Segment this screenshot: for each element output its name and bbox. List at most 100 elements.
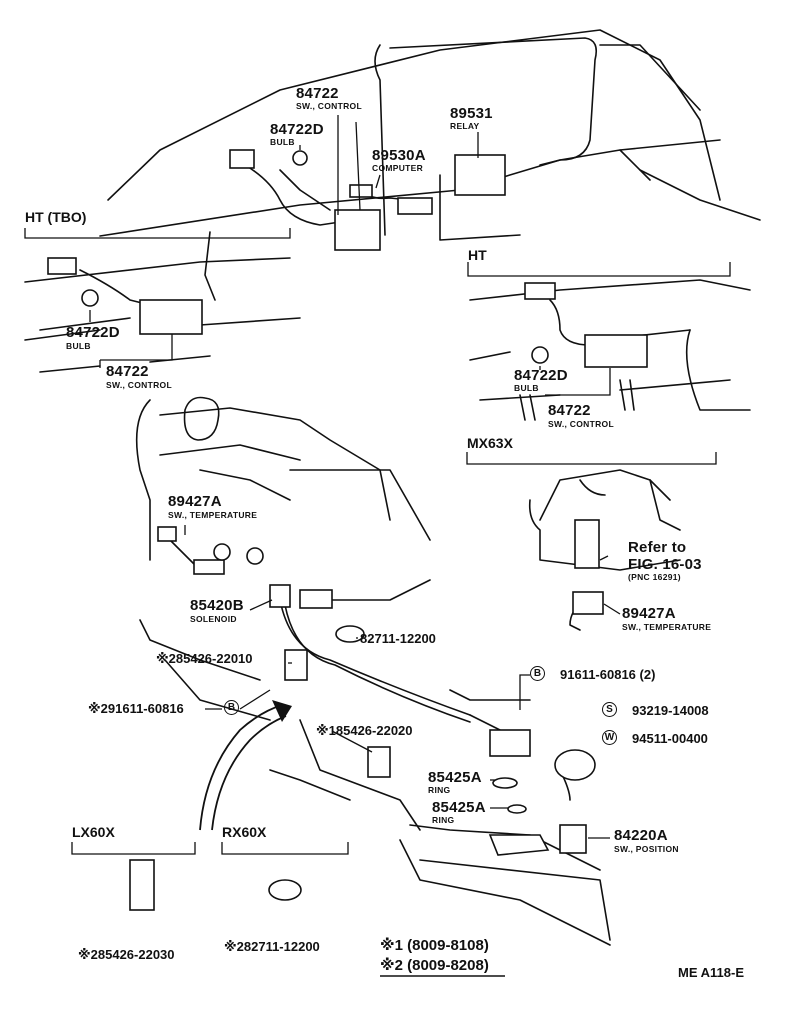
control-switch-tbo bbox=[139, 299, 203, 335]
leader-refer bbox=[599, 555, 609, 561]
leader-85426-22020 bbox=[331, 730, 373, 753]
part-number-89530a: 89530A bbox=[372, 147, 426, 164]
section-label-ht: HT bbox=[468, 247, 487, 263]
code-s: S bbox=[602, 702, 617, 718]
part-desc-84722d-ht: BULB bbox=[514, 383, 539, 393]
code-b-right: B bbox=[530, 666, 545, 682]
part-number-89427a-right: 89427A bbox=[622, 605, 676, 622]
dashboard-outline bbox=[99, 29, 761, 241]
bulb-tbo bbox=[81, 289, 99, 307]
leader-91611-left bbox=[205, 689, 271, 710]
part-desc-84722d-tbo: BULB bbox=[66, 341, 91, 351]
part-number-84722d-top: 84722D bbox=[270, 121, 324, 138]
bulb-top bbox=[292, 150, 308, 166]
ring-1 bbox=[492, 777, 518, 789]
washer-left-2 bbox=[246, 547, 264, 565]
part-number-85426-22020: 85426-22020 bbox=[335, 723, 413, 738]
connector-top bbox=[229, 149, 255, 169]
refer-line-3: (PNC 16291) bbox=[628, 572, 681, 582]
ht-tbo-dash-outline bbox=[24, 231, 301, 373]
leader-85420b bbox=[249, 599, 273, 611]
part-number-91611-right: 91611-60816 (2) bbox=[560, 667, 656, 682]
note-range: (8009-8108) bbox=[407, 937, 489, 954]
bracket-rx60x bbox=[221, 842, 349, 855]
leader-91611-right bbox=[519, 674, 530, 710]
note-2: ※2 (8009-8208) bbox=[380, 958, 489, 973]
part-number-84220a: 84220A bbox=[614, 827, 668, 844]
temp-switch-connector-left bbox=[157, 526, 177, 542]
part-number-89427a-left: 89427A bbox=[168, 493, 222, 510]
clamp-rx60x bbox=[268, 879, 302, 901]
section-label-rx60x: RX60X bbox=[222, 824, 267, 840]
section-label-ht-tbo: HT (TBO) bbox=[25, 209, 87, 225]
part-number-94511: 94511-00400 bbox=[632, 731, 708, 746]
clamp-85426-22020 bbox=[367, 746, 391, 778]
control-switch-top bbox=[334, 209, 381, 251]
part-desc-89531: RELAY bbox=[450, 121, 480, 131]
part-85426-22030: ※285426-22030 bbox=[78, 948, 175, 961]
part-desc-85420b: SOLENOID bbox=[190, 614, 237, 624]
bracket-ht-tbo bbox=[24, 228, 291, 239]
note-range: (8009-8208) bbox=[407, 957, 489, 974]
position-switch bbox=[559, 824, 587, 854]
control-switch-ht bbox=[584, 334, 648, 368]
leader-84722-tbo bbox=[99, 334, 173, 368]
change-mark: ※2 bbox=[224, 939, 244, 954]
engine-outline bbox=[135, 396, 611, 946]
note-1: ※1 (8009-8108) bbox=[380, 938, 489, 953]
part-number-85425a-1: 85425A bbox=[428, 769, 482, 786]
connector-ht bbox=[524, 282, 556, 300]
leader-89427a-right bbox=[603, 603, 621, 615]
solenoid-body bbox=[269, 584, 291, 608]
part-desc-84722-ht: SW., CONTROL bbox=[548, 419, 614, 429]
refer-line-2: FIG. 16-03 bbox=[628, 556, 702, 573]
mx-temp-switch bbox=[572, 591, 604, 615]
part-number-93219: 93219-14008 bbox=[632, 703, 709, 718]
mx63x-block-outline bbox=[528, 469, 681, 571]
code-b-circle: B bbox=[530, 666, 545, 682]
bulb-ht bbox=[531, 346, 549, 364]
part-91611-left: ※291611-60816 bbox=[88, 702, 184, 715]
part-desc-84722d-top: BULB bbox=[270, 137, 295, 147]
figure-id: ME A118-E bbox=[678, 965, 744, 980]
leader-84722-top bbox=[337, 115, 361, 215]
washer-left-1 bbox=[213, 543, 231, 561]
clamp-85426-22010 bbox=[284, 649, 308, 681]
connector-tbo bbox=[47, 257, 77, 275]
change-mark: ※2 bbox=[156, 651, 176, 666]
part-number-82711: 82711-12200 bbox=[360, 631, 436, 646]
part-desc-84722-top: SW., CONTROL bbox=[296, 101, 362, 111]
part-desc-89427a-left: SW., TEMPERATURE bbox=[168, 510, 258, 520]
leader-84722-ht bbox=[545, 368, 611, 396]
computer-unit bbox=[397, 197, 433, 215]
bracket-lx60x bbox=[71, 842, 196, 855]
bracket-ht bbox=[467, 262, 731, 277]
part-number-89531: 89531 bbox=[450, 105, 493, 122]
section-label-mx63x: MX63X bbox=[467, 435, 513, 451]
part-desc-84722-tbo: SW., CONTROL bbox=[106, 380, 172, 390]
part-number-85420b: 85420B bbox=[190, 597, 244, 614]
part-number-84722-ht: 84722 bbox=[548, 402, 591, 419]
change-mark: ※2 bbox=[78, 947, 98, 962]
code-w-circle: W bbox=[602, 730, 617, 746]
temp-switch-left bbox=[193, 559, 225, 575]
code-b-left: B bbox=[224, 700, 239, 716]
part-82711-rx: ※282711-12200 bbox=[224, 940, 320, 953]
solenoid-valve bbox=[489, 729, 531, 757]
code-w: W bbox=[602, 730, 617, 746]
section-label-lx60x: LX60X bbox=[72, 824, 115, 840]
part-number-84722d-ht: 84722D bbox=[514, 367, 568, 384]
computer-connector bbox=[349, 184, 373, 198]
part-number-84722d-tbo: 84722D bbox=[66, 324, 120, 341]
part-number-82711-rx: 82711-12200 bbox=[243, 939, 320, 954]
ring-2 bbox=[507, 804, 527, 814]
part-number-85426-22030: 85426-22030 bbox=[97, 947, 175, 962]
relay-unit bbox=[454, 154, 506, 196]
part-number-91611-left: 91611-60816 bbox=[107, 701, 184, 716]
part-number-85426-22010: 85426-22010 bbox=[175, 651, 253, 666]
part-desc-89530a: COMPUTER bbox=[372, 163, 424, 173]
part-desc-85425a-2: RING bbox=[432, 815, 455, 825]
part-85426-22020: ※185426-22020 bbox=[316, 724, 413, 737]
